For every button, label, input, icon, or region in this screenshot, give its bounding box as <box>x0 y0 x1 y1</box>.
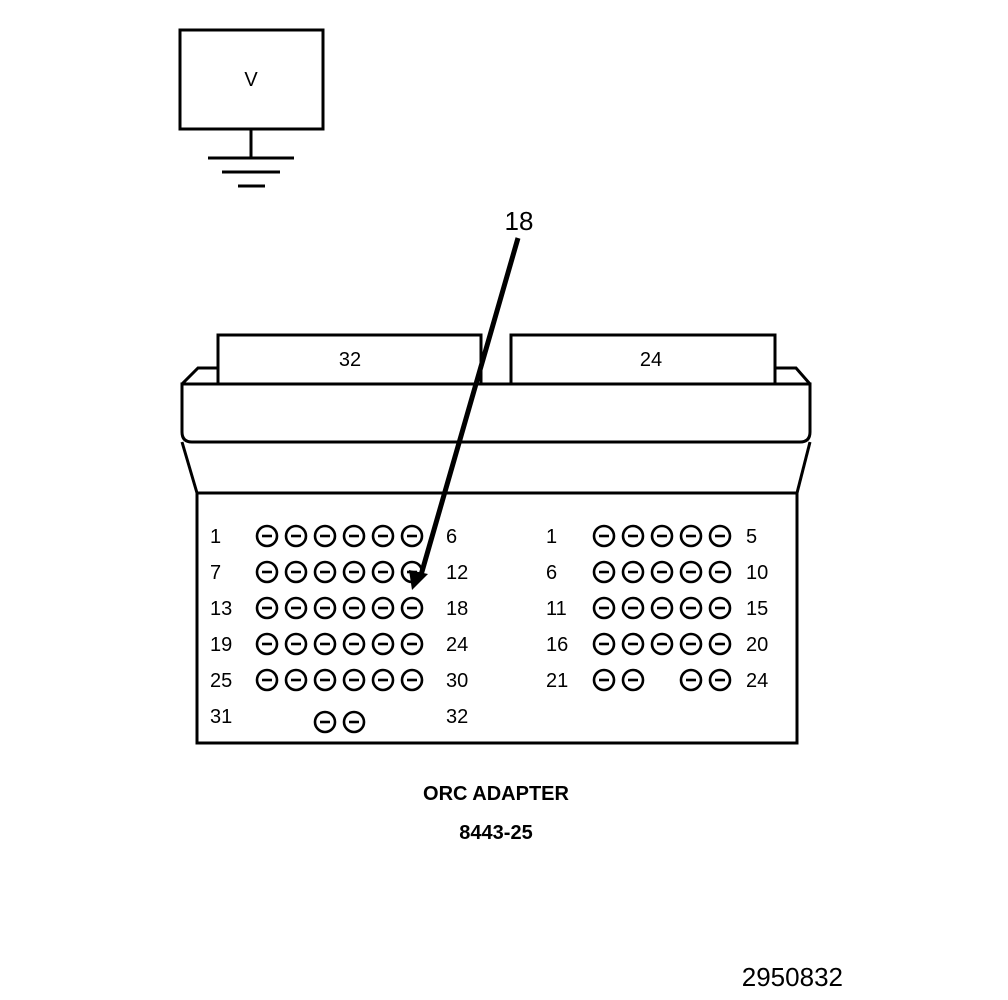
pin-number-label: 7 <box>210 562 221 584</box>
pin-socket-icon <box>284 560 308 584</box>
pin-socket-icon <box>313 710 337 734</box>
pin-socket-icon <box>621 596 645 620</box>
pin-number-label: 6 <box>546 562 557 584</box>
pin-socket-icon <box>400 668 424 692</box>
pin-grid-32: 1 6 7 12 13 18 19 24 25 30 31 32 <box>210 524 468 734</box>
pin-socket-icon <box>313 560 337 584</box>
pin-number-label: 31 <box>210 706 232 728</box>
pin-number-label: 1 <box>546 526 557 548</box>
adapter-title: ORC ADAPTER <box>423 783 569 805</box>
pin-number-label: 19 <box>210 634 232 656</box>
pin-socket-icon <box>679 632 703 656</box>
pin-number-label: 5 <box>746 526 757 548</box>
pin-number-label: 16 <box>546 634 568 656</box>
adapter-part-number: 8443-25 <box>459 822 532 844</box>
adapter-flange <box>180 382 812 444</box>
pin-number-label: 24 <box>746 670 768 692</box>
pin-socket-icon <box>679 524 703 548</box>
pin-socket-icon <box>284 632 308 656</box>
pin-socket-icon <box>621 632 645 656</box>
pin-number-label: 15 <box>746 598 768 620</box>
pin-socket-icon <box>313 524 337 548</box>
pin-socket-icon <box>371 668 395 692</box>
pin-socket-icon <box>255 668 279 692</box>
pin-number-label: 13 <box>210 598 232 620</box>
voltmeter-symbol: V <box>244 69 258 91</box>
pin-number-label: 10 <box>746 562 768 584</box>
pin-number-label: 18 <box>446 598 468 620</box>
pin-socket-icon <box>400 632 424 656</box>
pin-socket-icon <box>371 524 395 548</box>
pin-socket-icon <box>679 596 703 620</box>
pin-number-label: 11 <box>546 598 567 620</box>
callout-arrowhead-icon <box>409 570 428 590</box>
pin-socket-icon <box>621 560 645 584</box>
pin-socket-icon <box>708 560 732 584</box>
pin-socket-icon <box>650 560 674 584</box>
figure-number: 2950832 <box>742 962 843 992</box>
pin-socket-icon <box>342 632 366 656</box>
pin-number-label: 25 <box>210 670 232 692</box>
pin-socket-icon <box>313 596 337 620</box>
pin-socket-icon <box>371 560 395 584</box>
pin-socket-icon <box>400 596 424 620</box>
pin-socket-icon <box>708 596 732 620</box>
pin-socket-icon <box>592 560 616 584</box>
pin-socket-icon <box>592 596 616 620</box>
pin-socket-icon <box>342 596 366 620</box>
tab-label-32: 32 <box>339 349 361 371</box>
pin-socket-icon <box>342 668 366 692</box>
pin-socket-icon <box>400 524 424 548</box>
pin-socket-icon <box>679 560 703 584</box>
pin-socket-icon <box>592 668 616 692</box>
pin-socket-icon <box>708 632 732 656</box>
pin-socket-icon <box>621 668 645 692</box>
pin-socket-icon <box>255 560 279 584</box>
pin-socket-icon <box>592 524 616 548</box>
pin-number-label: 32 <box>446 706 468 728</box>
ground-icon <box>208 129 294 188</box>
pin-socket-icon <box>313 668 337 692</box>
pin-socket-icon <box>342 524 366 548</box>
pin-socket-icon <box>650 632 674 656</box>
pin-number-label: 6 <box>446 526 457 548</box>
pin-number-label: 24 <box>446 634 468 656</box>
pin-socket-icon <box>284 668 308 692</box>
pin-socket-icon <box>342 560 366 584</box>
pin-socket-icon <box>650 596 674 620</box>
pin-socket-icon <box>650 524 674 548</box>
callout-pin-18: 18 <box>409 206 533 590</box>
pin-socket-icon <box>255 524 279 548</box>
voltmeter-box <box>178 28 325 131</box>
voltmeter: V <box>178 28 325 131</box>
tab-label-24: 24 <box>640 349 662 371</box>
pin-socket-icon <box>255 596 279 620</box>
connector-tab-24 <box>509 333 777 387</box>
pin-socket-icon <box>371 596 395 620</box>
pin-number-label: 1 <box>210 526 221 548</box>
pin-socket-icon <box>313 632 337 656</box>
pin-number-label: 20 <box>746 634 768 656</box>
pin-socket-icon <box>255 632 279 656</box>
pin-socket-icon <box>371 632 395 656</box>
pin-number-label: 30 <box>446 670 468 692</box>
pin-socket-icon <box>679 668 703 692</box>
pin-socket-icon <box>621 524 645 548</box>
callout-label: 18 <box>505 206 534 236</box>
pin-socket-icon <box>592 632 616 656</box>
pin-socket-icon <box>284 524 308 548</box>
pin-socket-icon <box>708 524 732 548</box>
pin-socket-icon <box>284 596 308 620</box>
pin-socket-icon <box>708 668 732 692</box>
pin-number-label: 12 <box>446 562 468 584</box>
pin-socket-icon <box>342 710 366 734</box>
pin-number-label: 21 <box>546 670 568 692</box>
